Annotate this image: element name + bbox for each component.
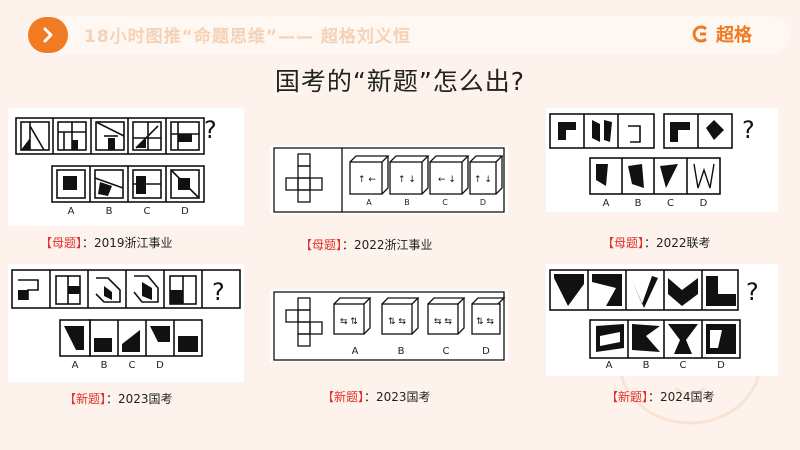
option-label: D <box>156 360 164 371</box>
question-panel-1: A B C D <box>8 108 244 226</box>
option-label: D <box>181 206 189 217</box>
cube-unfold-figure-1: ↑ ← ↑ ↓ ← ↓ ↑ ↓ <box>273 147 505 213</box>
caption-6: 【新题】：2024国考 <box>606 388 715 405</box>
caption-tag: 【新题】 <box>322 390 365 404</box>
brand: 超格 <box>690 21 752 47</box>
svg-text:⇆ ⇅: ⇆ ⇅ <box>340 317 358 327</box>
option-label: D <box>699 198 708 209</box>
option-label: C <box>128 360 136 371</box>
option-label: B <box>634 198 642 209</box>
caption-2: 【母题】：2022浙江事业 <box>300 236 433 253</box>
caption-tag: 【母题】 <box>300 238 343 252</box>
caption-tag: 【新题】 <box>606 390 649 404</box>
svg-text:↑ ↓: ↑ ↓ <box>474 175 492 185</box>
option-label: A <box>602 198 610 209</box>
question-panel-6: ? A B C D <box>546 264 778 376</box>
cube-unfold-figure-2: ⇆ ⇅ ⇅ ⇆ ⇆ ⇆ ⇅ ⇆ <box>273 291 506 361</box>
question-mark: ? <box>742 116 755 144</box>
caption-text: ：2022浙江事业 <box>342 238 433 252</box>
question-panel-2: ↑ ← ↑ ↓ ← ↓ ↑ ↓ A B C D <box>270 146 508 214</box>
header-bar <box>26 16 790 54</box>
question-panel-4: ? A B C D <box>8 264 244 382</box>
chevron-right-icon <box>43 27 53 43</box>
option-label: B <box>404 198 410 207</box>
svg-text:← ↓: ← ↓ <box>438 175 456 185</box>
caption-text: ：2023国考 <box>364 390 431 404</box>
caption-4: 【新题】：2023国考 <box>64 390 173 407</box>
option-label: B <box>100 360 108 371</box>
option-label: C <box>442 346 450 357</box>
option-label: A <box>71 360 79 371</box>
caption-1: 【母题】：2019浙江事业 <box>40 234 173 251</box>
option-label: A <box>366 198 372 207</box>
option-labels: A B C D <box>590 198 720 209</box>
option-labels: A B C D <box>332 346 504 357</box>
option-label: B <box>397 346 405 357</box>
figure-sequence-1 <box>15 117 205 203</box>
caption-text: ：2024国考 <box>648 390 715 404</box>
figure-sequence-4: ? <box>11 269 241 357</box>
option-labels: A B C D <box>590 360 740 371</box>
question-mark: ? <box>212 278 225 306</box>
figure-sequence-3: ? <box>549 113 755 195</box>
option-labels: A B C D <box>60 360 202 371</box>
option-labels: A B C D <box>52 206 204 217</box>
figure-sequence-6: ? <box>549 269 759 359</box>
option-label: D <box>717 360 725 371</box>
option-label: C <box>667 198 674 209</box>
question-panel-3: ? A B C D <box>546 108 778 212</box>
option-label: A <box>67 206 75 217</box>
main-title: 国考的“新题”怎么出? <box>274 67 526 96</box>
svg-text:↑ ↓: ↑ ↓ <box>398 175 416 185</box>
header-title: 18小时图推“命题思维”—— 超格刘义恒 <box>84 27 411 47</box>
option-label: A <box>351 346 359 357</box>
caption-tag: 【母题】 <box>40 236 83 250</box>
caption-text: ：2022联考 <box>644 236 711 250</box>
caption-3: 【母题】：2022联考 <box>602 234 711 251</box>
brand-name: 超格 <box>716 25 752 46</box>
option-label: B <box>105 206 113 217</box>
question-mark: ? <box>746 278 759 306</box>
question-mark: ? <box>204 116 217 144</box>
caption-text: ：2023国考 <box>106 392 173 406</box>
caption-5: 【新题】：2023国考 <box>322 388 431 405</box>
question-panel-5: ⇆ ⇅ ⇅ ⇆ ⇆ ⇆ ⇅ ⇆ A B C D <box>270 290 508 362</box>
option-label: C <box>679 360 687 371</box>
svg-text:⇆ ⇆: ⇆ ⇆ <box>434 317 452 327</box>
next-chevron-button[interactable] <box>28 17 68 53</box>
svg-text:↑ ←: ↑ ← <box>358 175 376 185</box>
caption-text: ：2019浙江事业 <box>82 236 173 250</box>
option-label: D <box>482 346 490 357</box>
brand-logo-icon <box>692 25 708 43</box>
option-label: D <box>479 198 487 207</box>
option-labels: A B C D <box>350 198 502 207</box>
option-label: B <box>642 360 650 371</box>
svg-text:⇅ ⇆: ⇅ ⇆ <box>476 317 494 327</box>
option-label: A <box>605 360 613 371</box>
option-label: C <box>442 198 448 207</box>
svg-text:⇅ ⇆: ⇅ ⇆ <box>388 317 406 327</box>
caption-tag: 【新题】 <box>64 392 107 406</box>
caption-tag: 【母题】 <box>602 236 645 250</box>
option-label: C <box>143 206 151 217</box>
